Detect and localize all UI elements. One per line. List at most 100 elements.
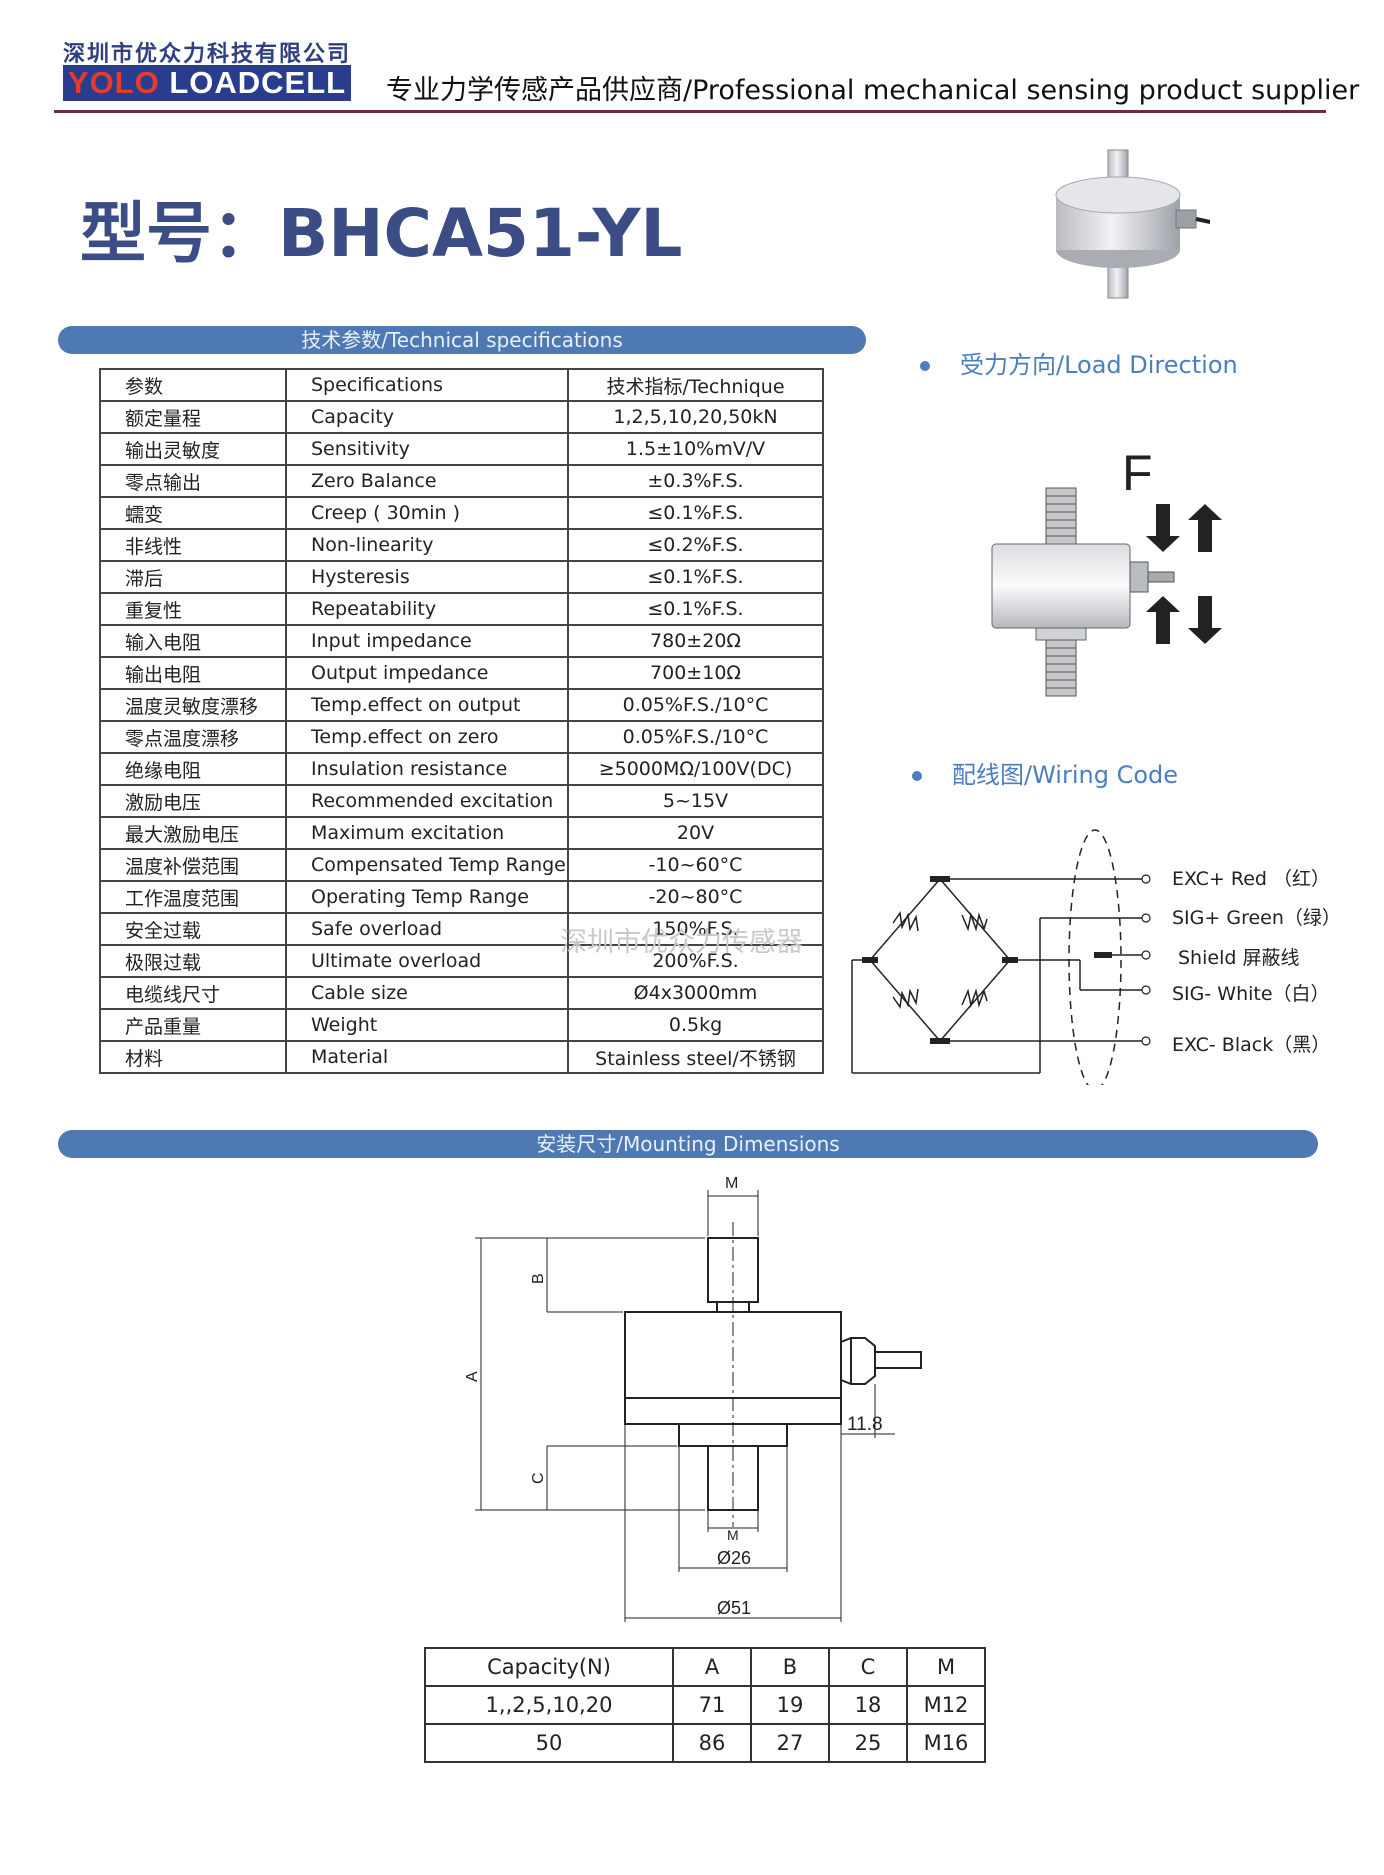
dim-d26: Ø26 xyxy=(717,1548,751,1568)
spec-cn: 滞后 xyxy=(99,560,287,594)
wire-shield: Shield 屏蔽线 xyxy=(1178,947,1300,969)
dim-m-top: M xyxy=(725,1175,738,1192)
spec-value: 700±10Ω xyxy=(567,656,824,690)
bullet-dot-icon xyxy=(912,771,922,781)
spec-value: 0.05%F.S./10°C xyxy=(567,688,824,722)
spec-value: 技术指标/Technique xyxy=(567,368,824,402)
spec-cn: 绝缘电阻 xyxy=(99,752,287,786)
dims-cell: 71 xyxy=(672,1685,752,1725)
brand-yolo: YOLO xyxy=(67,65,160,100)
dim-a: A xyxy=(464,1371,481,1382)
mounting-drawing: M B A C 11.8 M Ø26 Ø51 xyxy=(464,1175,922,1622)
spec-value: -20~80°C xyxy=(567,880,824,914)
spec-value: 780±20Ω xyxy=(567,624,824,658)
spec-value: 20V xyxy=(567,816,824,850)
spec-en: Hysteresis xyxy=(285,560,569,594)
dims-cell: 50 xyxy=(424,1723,674,1763)
spec-cn: 额定量程 xyxy=(99,400,287,434)
spec-value: 200%F.S. xyxy=(567,944,824,978)
spec-cn: 最大激励电压 xyxy=(99,816,287,850)
spec-en: Zero Balance xyxy=(285,464,569,498)
spec-cn: 安全过载 xyxy=(99,912,287,946)
spec-value: -10~60°C xyxy=(567,848,824,882)
spec-value: Stainless steel/不锈钢 xyxy=(567,1040,824,1074)
spec-en: Temp.effect on zero xyxy=(285,720,569,754)
wiring-heading: 配线图/Wiring Code xyxy=(912,755,1178,790)
spec-en: Temp.effect on output xyxy=(285,688,569,722)
arrow-down-icon xyxy=(1188,596,1222,644)
spec-value: ≥5000MΩ/100V(DC) xyxy=(567,752,824,786)
spec-cn: 蠕变 xyxy=(99,496,287,530)
spec-section-bar: 技术参数/Technical specifications xyxy=(58,326,866,354)
arrow-up-icon xyxy=(1146,596,1180,644)
spec-en: Output impedance xyxy=(285,656,569,690)
arrow-down-icon xyxy=(1146,504,1180,552)
spec-value: Ø4x3000mm xyxy=(567,976,824,1010)
spec-value: ≤0.1%F.S. xyxy=(567,592,824,626)
dims-cell: M12 xyxy=(906,1685,986,1725)
spec-cn: 激励电压 xyxy=(99,784,287,818)
spec-value: 150%F.S. xyxy=(567,912,824,946)
dims-header-cell: C xyxy=(828,1647,908,1687)
mounting-section-bar: 安装尺寸/Mounting Dimensions xyxy=(58,1130,1318,1158)
spec-value: ±0.3%F.S. xyxy=(567,464,824,498)
load-direction-heading: 受力方向/Load Direction xyxy=(920,345,1238,380)
spec-en: Material xyxy=(285,1040,569,1074)
dims-cell: 27 xyxy=(750,1723,830,1763)
watermark: 深圳市优众力传感器 xyxy=(560,927,803,958)
spec-en: Input impedance xyxy=(285,624,569,658)
dims-cell: M16 xyxy=(906,1723,986,1763)
brand-loadcell: LOADCELL xyxy=(159,65,347,100)
spec-cn: 输出灵敏度 xyxy=(99,432,287,466)
spec-value: 1,2,5,10,20,50kN xyxy=(567,400,824,434)
spec-cn: 重复性 xyxy=(99,592,287,626)
spec-en: Insulation resistance xyxy=(285,752,569,786)
spec-value: 0.5kg xyxy=(567,1008,824,1042)
dim-m-bottom: M xyxy=(727,1527,739,1543)
header-rule xyxy=(54,110,1326,113)
dim-d51: Ø51 xyxy=(717,1598,751,1618)
spec-cn: 工作温度范围 xyxy=(99,880,287,914)
model-title: 型号：BHCA51-YL xyxy=(80,195,683,272)
spec-en: Ultimate overload xyxy=(285,944,569,978)
load-direction-diagram: F xyxy=(991,448,1222,697)
spec-value: ≤0.1%F.S. xyxy=(567,496,824,530)
wire-sig-plus: SIG+ Green（绿） xyxy=(1172,907,1341,929)
spec-en: Specifications xyxy=(285,368,569,402)
dims-header-cell: A xyxy=(672,1647,752,1687)
spec-en: Sensitivity xyxy=(285,432,569,466)
spec-en: Safe overload xyxy=(285,912,569,946)
spec-value: ≤0.2%F.S. xyxy=(567,528,824,562)
tagline: 专业力学传感产品供应商/Professional mechanical sens… xyxy=(386,75,1360,106)
spec-en: Non-linearity xyxy=(285,528,569,562)
bullet-dot-icon xyxy=(920,361,930,371)
spec-cn: 温度补偿范围 xyxy=(99,848,287,882)
arrow-up-icon xyxy=(1188,504,1222,552)
spec-en: Capacity xyxy=(285,400,569,434)
dims-header-cell: Capacity(N) xyxy=(424,1647,674,1687)
spec-cn: 输入电阻 xyxy=(99,624,287,658)
spec-en: Weight xyxy=(285,1008,569,1042)
dims-cell: 86 xyxy=(672,1723,752,1763)
dim-b: B xyxy=(530,1273,547,1284)
spec-en: Creep ( 30min ) xyxy=(285,496,569,530)
spec-en: Recommended excitation xyxy=(285,784,569,818)
spec-en: Compensated Temp Range xyxy=(285,848,569,882)
spec-cn: 零点温度漂移 xyxy=(99,720,287,754)
